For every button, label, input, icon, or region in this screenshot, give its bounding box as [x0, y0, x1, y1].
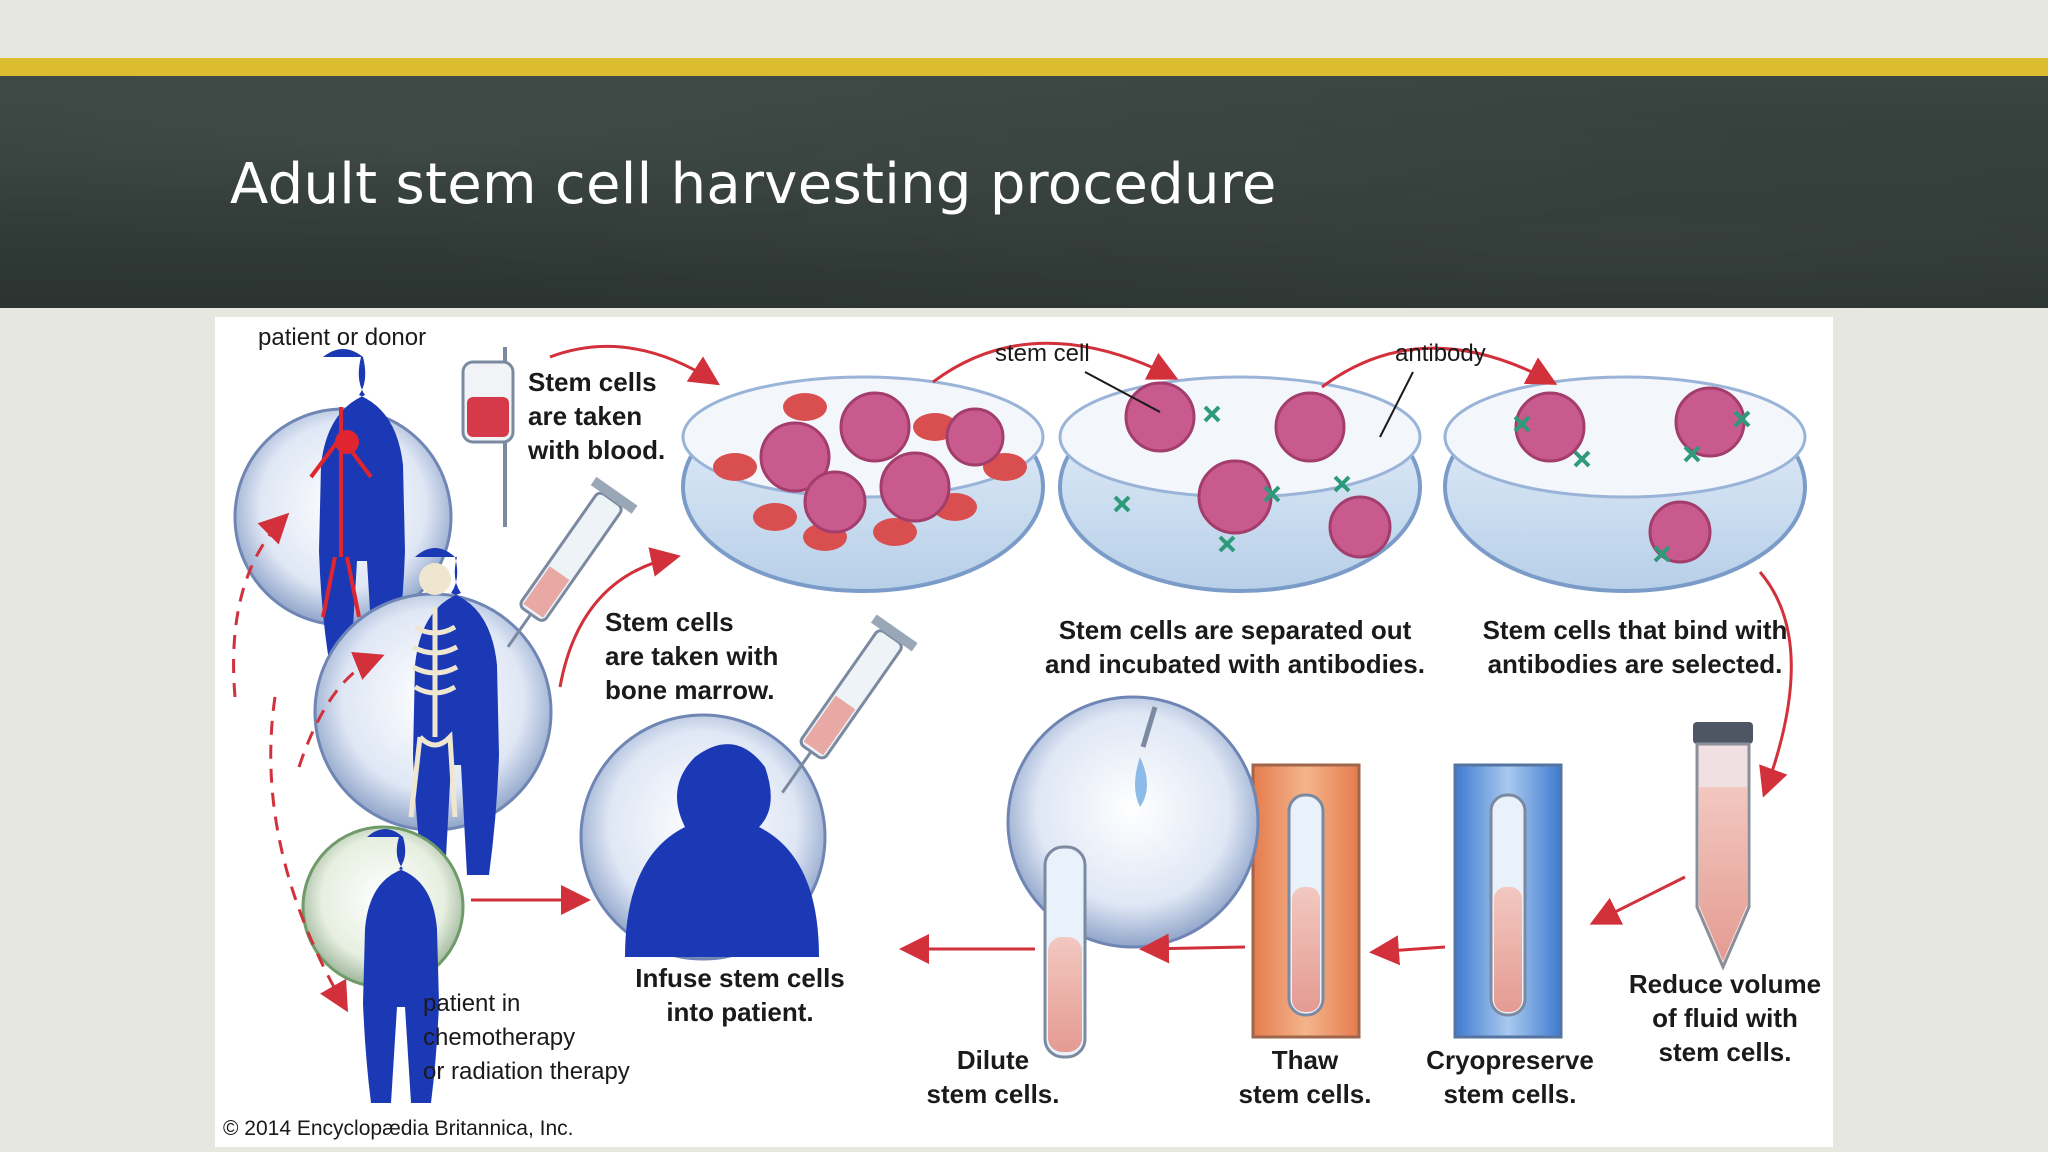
- label-pointers: [1084, 371, 1414, 438]
- dish-selected-cells: [1443, 375, 1807, 593]
- procedure-illustration: [232, 341, 1807, 1103]
- slide-title: Adult stem cell harvesting procedure: [230, 152, 1277, 217]
- patient-or-donor-label: patient or donor: [258, 324, 427, 351]
- flow-arrows: [232, 341, 1793, 1013]
- antibody-label: antibody: [1395, 340, 1486, 367]
- stem-cell-label: stem cell: [995, 340, 1090, 367]
- stem-cell-procedure-figure: patient or donor stem cell antibody Stem…: [215, 317, 1833, 1147]
- donor-circulation-bubble: [233, 349, 453, 661]
- dilute-bubble: [1006, 695, 1260, 1059]
- title-accent-bar: [0, 58, 2048, 76]
- cryopreserve-box: [1453, 763, 1563, 1039]
- copyright-notice: © 2014 Encyclopædia Britannica, Inc.: [223, 1117, 574, 1140]
- marrow-syringe: [506, 476, 638, 648]
- infuse-syringe: [781, 614, 918, 794]
- conical-tube: [1693, 722, 1753, 971]
- blood-bag: [461, 347, 515, 527]
- infuse-patient-bubble: [579, 713, 827, 961]
- therapy-patient-bubble: [301, 825, 465, 1103]
- dish-mixed-cells: [681, 375, 1045, 593]
- thaw-box: [1251, 763, 1361, 1039]
- title-band: [0, 76, 2048, 308]
- dish-antibody-incubation: [1058, 375, 1422, 593]
